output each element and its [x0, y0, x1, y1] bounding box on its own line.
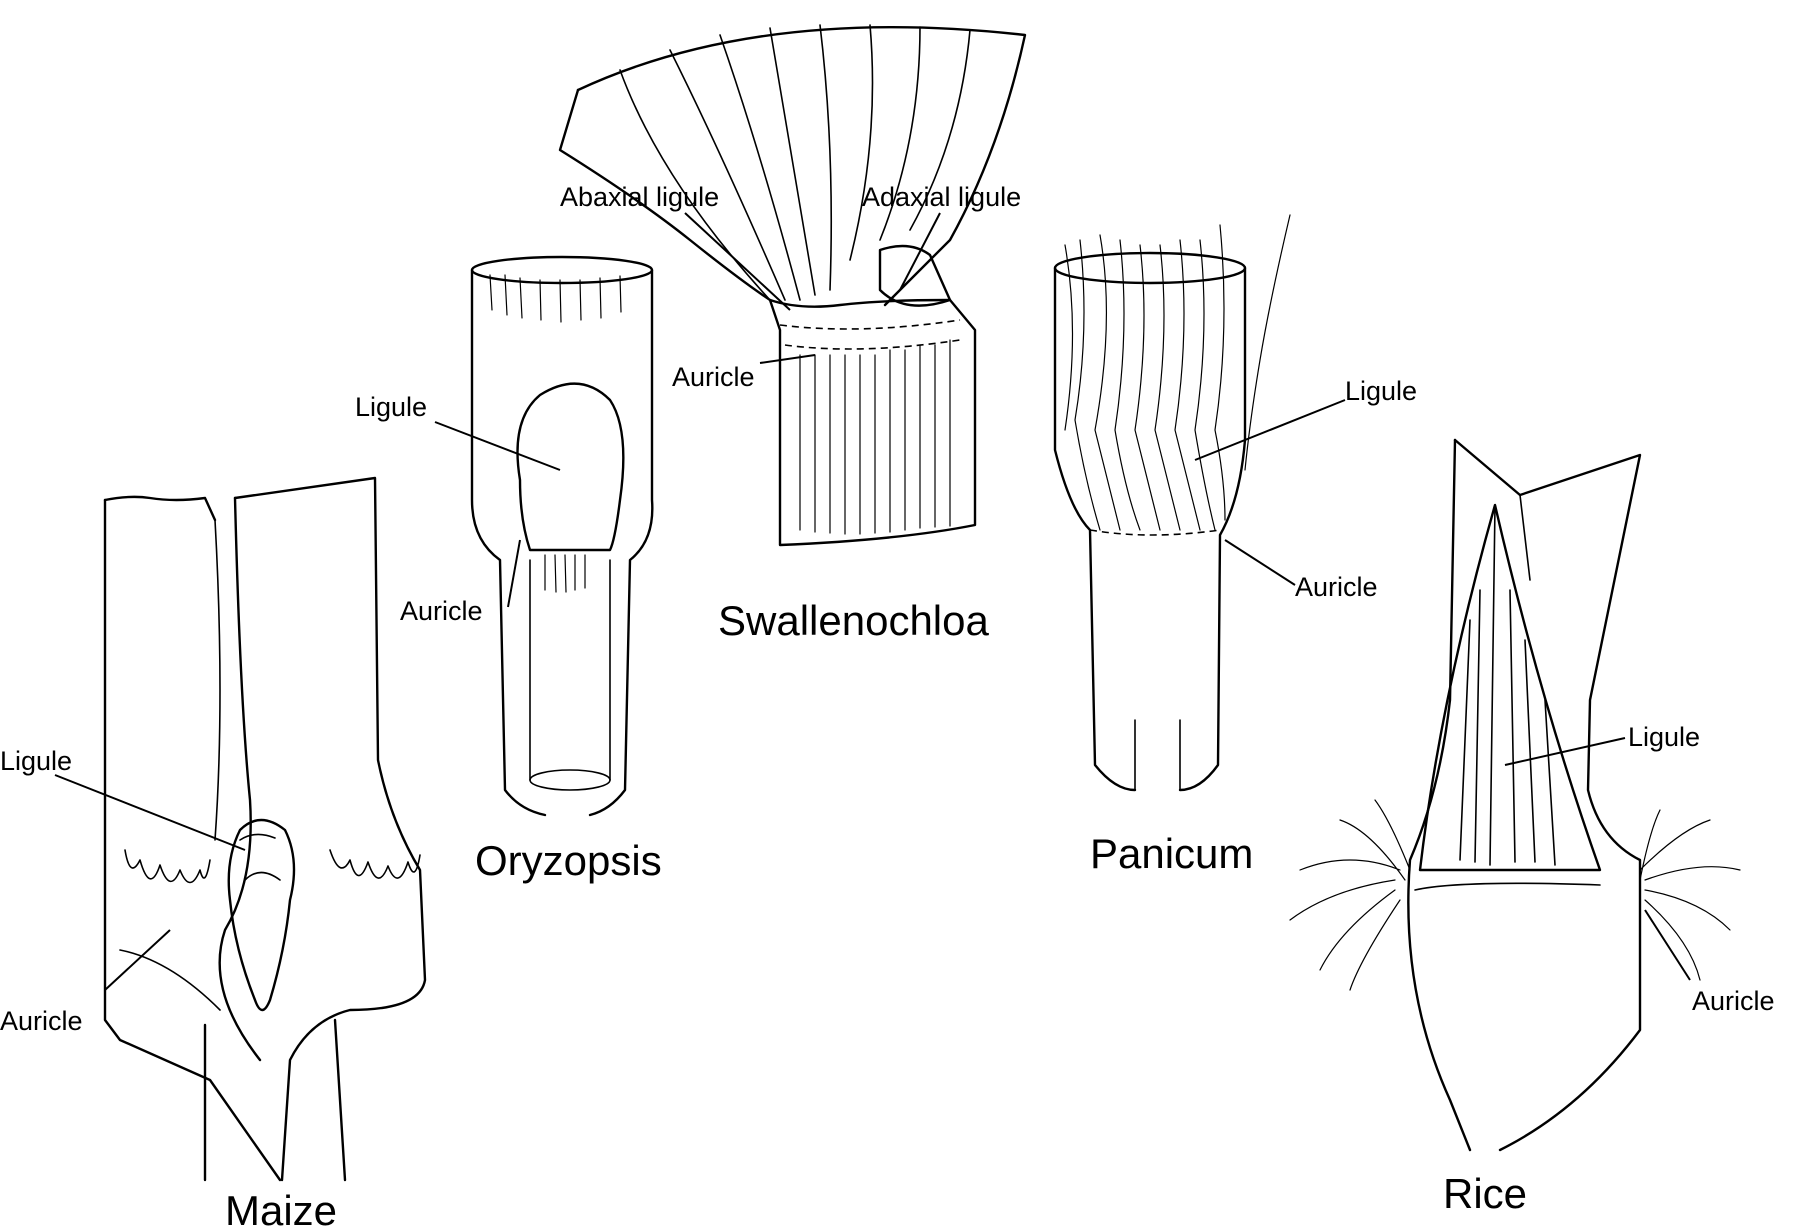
species-names: Maize Oryzopsis Swallenochloa Panicum Ri…	[225, 597, 1527, 1227]
rice-ligule-label: Ligule	[1628, 722, 1700, 752]
rice-auricle-label: Auricle	[1692, 986, 1775, 1016]
maize-ligule-label: Ligule	[0, 746, 72, 776]
swallenochloa-drawing	[558, 24, 1027, 547]
panicum-name: Panicum	[1090, 830, 1253, 877]
oryzopsis-name: Oryzopsis	[475, 837, 662, 884]
oryzopsis-auricle-label: Auricle	[400, 596, 483, 626]
maize-drawing	[103, 476, 427, 1182]
swallenochloa-auricle-label: Auricle	[672, 362, 755, 392]
oryzopsis-ligule-label: Ligule	[355, 392, 427, 422]
panicum-ligule-label: Ligule	[1345, 376, 1417, 406]
panicum-auricle-label: Auricle	[1295, 572, 1378, 602]
maize-auricle-label: Auricle	[0, 1006, 83, 1036]
panicum-drawing	[1053, 214, 1291, 792]
maize-name: Maize	[225, 1187, 337, 1227]
rice-drawing	[1289, 438, 1741, 1152]
rice-name: Rice	[1443, 1170, 1527, 1217]
leader-lines	[54, 212, 1691, 991]
swallenochloa-name: Swallenochloa	[718, 597, 989, 644]
adaxial-ligule-label: Adaxial ligule	[862, 182, 1021, 212]
abaxial-ligule-label: Abaxial ligule	[560, 182, 719, 212]
part-labels: Ligule Auricle Ligule Auricle Abaxial li…	[0, 182, 1775, 1036]
oryzopsis-drawing	[470, 255, 654, 817]
